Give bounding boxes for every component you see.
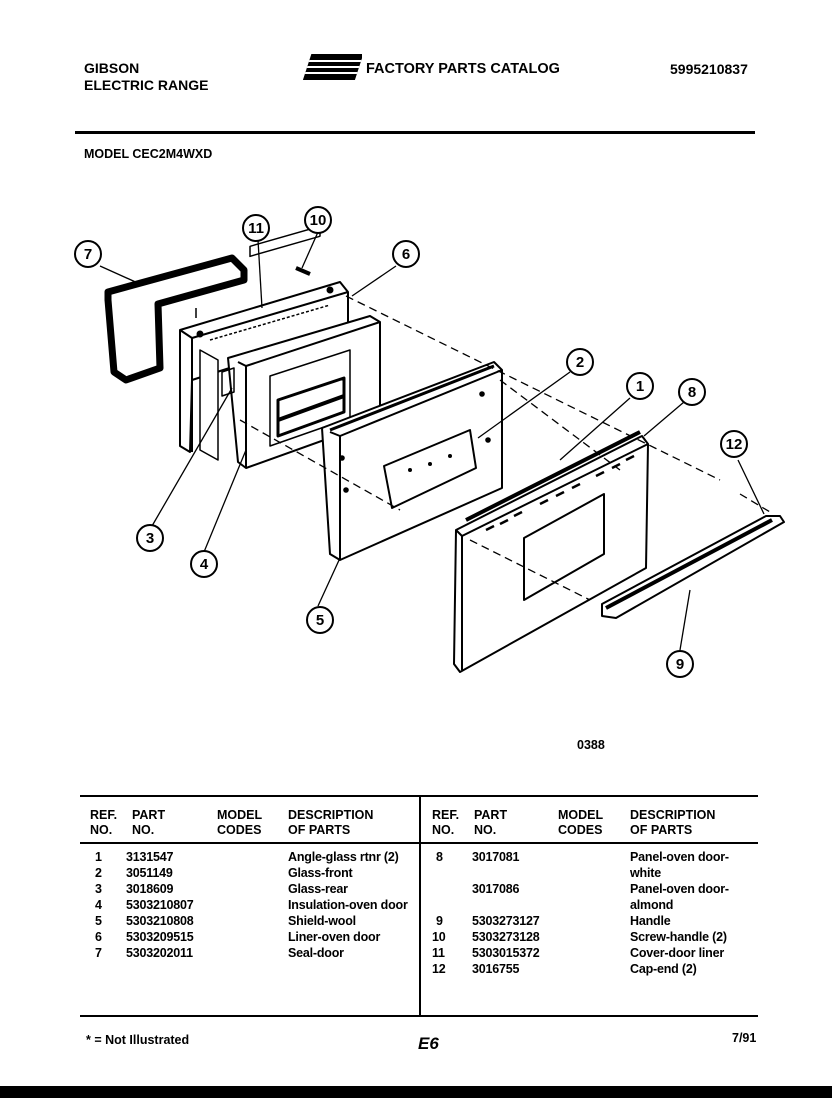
catalog-number: 5995210837 xyxy=(670,61,748,77)
seal-door-part xyxy=(104,254,248,384)
callout-12: 12 xyxy=(726,436,743,453)
callout-3-circle xyxy=(136,524,164,552)
header-ref-no-right: REF.NO. xyxy=(432,808,460,837)
screw-handle-part xyxy=(295,266,311,276)
callout-5: 5 xyxy=(316,612,324,629)
not-illustrated-note: * = Not Illustrated xyxy=(86,1033,190,1047)
callout-10: 10 xyxy=(310,212,327,229)
callout-9-circle xyxy=(666,650,694,678)
scan-bottom-border xyxy=(0,1086,832,1098)
table-bottom-rule xyxy=(80,1015,758,1017)
table-center-divider xyxy=(419,796,421,1016)
callout-11: 11 xyxy=(248,220,264,237)
glass-front-part xyxy=(383,429,477,509)
callout-4-circle xyxy=(190,550,218,578)
catalog-title: FACTORY PARTS CATALOG xyxy=(366,61,560,77)
wci-logo xyxy=(300,52,364,82)
callout-10-circle xyxy=(304,206,332,234)
callout-1: 1 xyxy=(636,378,644,395)
handle-part xyxy=(601,515,785,619)
callout-9: 9 xyxy=(676,656,684,673)
callout-12-circle xyxy=(720,430,748,458)
glass-rear-part xyxy=(199,349,219,461)
header-rule xyxy=(75,131,755,134)
callout-7-circle xyxy=(74,240,102,268)
callout-3: 3 xyxy=(146,530,154,547)
callout-1-circle xyxy=(626,372,654,400)
page-number: E6 xyxy=(418,1034,439,1053)
callout-4: 4 xyxy=(200,556,209,573)
panel-oven-door-part xyxy=(453,430,649,673)
diagram-code: 0388 xyxy=(577,738,605,752)
brand-name: GIBSON xyxy=(84,60,140,76)
product-name: ELECTRIC RANGE xyxy=(84,77,209,93)
callout-2-circle xyxy=(566,348,594,376)
callout-8: 8 xyxy=(688,384,696,401)
callout-11-circle xyxy=(242,214,270,242)
callout-7: 7 xyxy=(84,246,92,263)
revision-date: 7/91 xyxy=(732,1031,757,1045)
callout-8-circle xyxy=(678,378,706,406)
header-ref-no-left: REF.NO. xyxy=(90,808,118,837)
model-number: MODEL CEC2M4WXD xyxy=(84,147,213,161)
callout-6: 6 xyxy=(402,246,410,263)
callout-6-circle xyxy=(392,240,420,268)
callout-5-circle xyxy=(306,606,334,634)
callout-2: 2 xyxy=(576,354,584,371)
